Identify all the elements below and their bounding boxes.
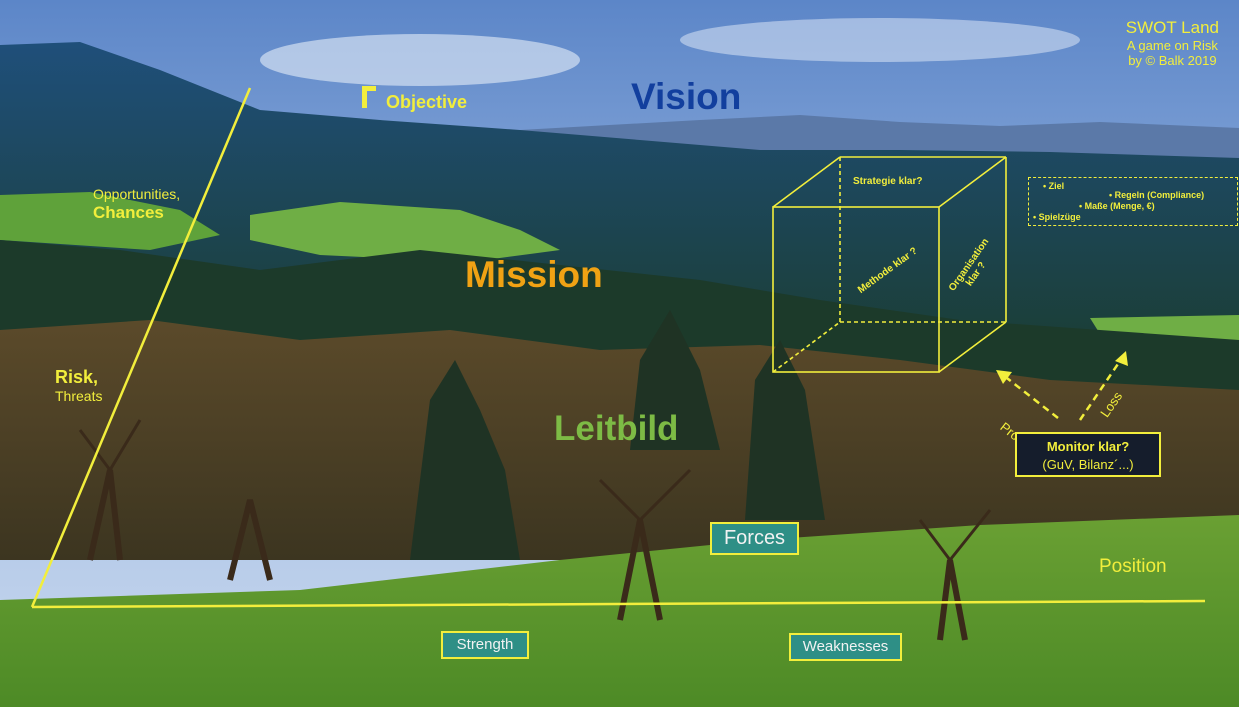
chances-label: Chances	[93, 203, 164, 222]
checklist-item: • Regeln (Compliance)	[1109, 190, 1205, 200]
risk-label: Risk,	[55, 367, 99, 387]
objective-label: Objective	[386, 92, 468, 112]
profit-arrowhead	[996, 370, 1012, 384]
cloud	[680, 18, 1080, 62]
cube-front-face	[772, 206, 940, 373]
checklist-box: • Ziel • Regeln (Compliance) • Maße (Men…	[1028, 177, 1238, 226]
cube-edge	[938, 321, 1007, 373]
leitbild-label: Leitbild	[554, 409, 679, 448]
loss-arrow	[1078, 357, 1124, 421]
green-pasture-mid	[250, 202, 560, 262]
strategy-cube	[772, 156, 1007, 373]
left-mountain	[0, 42, 1239, 330]
objective-marker-vertical	[362, 86, 367, 108]
forces-tag: Forces	[710, 522, 799, 555]
dark-firs	[410, 360, 520, 560]
autumn-trees	[0, 320, 1239, 560]
triangle-base-line	[31, 599, 1206, 609]
triangle-left-edge	[30, 87, 252, 608]
dark-firs	[745, 340, 825, 520]
cube-edge	[938, 156, 1007, 208]
cube-edge	[772, 156, 841, 208]
position-label: Position	[1099, 556, 1167, 577]
credit-subtitle: A game on Risk	[1126, 38, 1218, 53]
vision-label: Vision	[631, 76, 742, 117]
swot-triangle	[30, 87, 1206, 609]
credit-block: SWOT Land A game on Risk by © Balk 2019	[1126, 18, 1219, 68]
weaknesses-tag: Weaknesses	[789, 633, 902, 661]
green-pasture-left	[0, 192, 220, 250]
tree-branches	[78, 419, 992, 561]
threats-label: Threats	[55, 388, 103, 404]
checklist-item: • Spielzüge	[1033, 212, 1081, 222]
mission-label: Mission	[465, 254, 603, 295]
monitor-title: Monitor klar?	[1046, 439, 1130, 454]
checklist-item: • Ziel	[1043, 181, 1065, 191]
dark-firs	[630, 310, 720, 450]
monitor-subtitle: (GuV, Bilanz´...)	[1042, 457, 1134, 472]
checklist-item: • Maße (Menge, €)	[1079, 201, 1155, 211]
credit-title: SWOT Land	[1125, 18, 1219, 37]
monitor-box: Monitor klar? (GuV, Bilanz´...)	[1015, 432, 1161, 477]
objective-marker-horizontal	[362, 86, 376, 91]
strength-tag: Strength	[441, 631, 529, 659]
credit-author: by © Balk 2019	[1128, 53, 1217, 68]
cloud	[260, 34, 580, 86]
profit-loss-arrows	[1002, 357, 1124, 421]
loss-arrowhead	[1115, 351, 1128, 366]
opportunities-label: Opportunities,	[93, 186, 181, 202]
strategie-label: Strategie klar?	[853, 176, 923, 187]
